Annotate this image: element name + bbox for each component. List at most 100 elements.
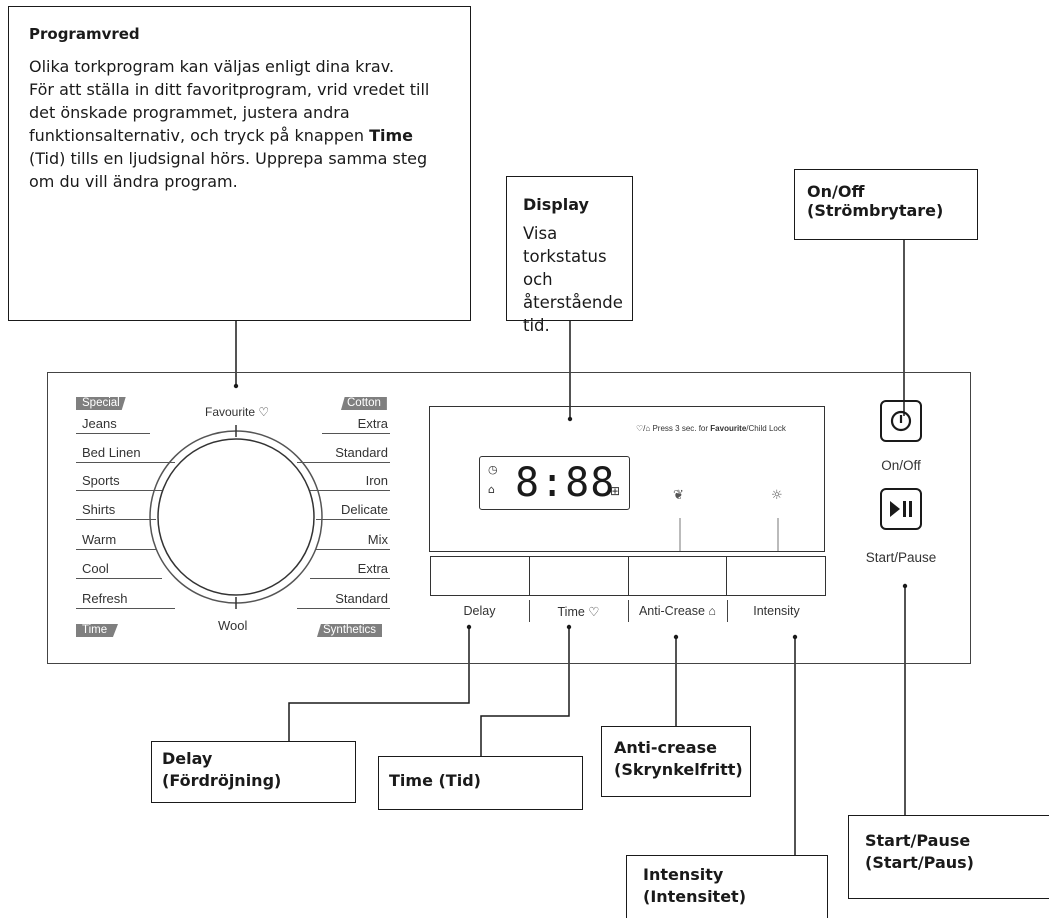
onoff-title-1: On/Off xyxy=(807,182,865,201)
delay-dot xyxy=(466,624,472,630)
intensity-title-1: Intensity xyxy=(643,865,724,884)
program-option: Extra xyxy=(357,416,388,431)
startpause-title-2: (Start/Paus) xyxy=(865,853,974,872)
play-pause-icon xyxy=(890,501,912,517)
startpause-callout: Start/Pause (Start/Paus) xyxy=(848,815,1049,899)
power-button[interactable] xyxy=(880,400,922,442)
program-option: Refresh xyxy=(82,591,128,606)
programvred-body-2c: (Tid) tills en ljudsignal hörs. Upprepa … xyxy=(29,149,428,191)
program-dial xyxy=(149,425,323,609)
onoff-title-2: (Strömbrytare) xyxy=(807,201,944,220)
time-dot xyxy=(566,624,572,630)
display-title: Display xyxy=(523,195,589,214)
tag-special: Special xyxy=(76,397,126,410)
programvred-dot xyxy=(233,383,239,389)
time-callout: Time (Tid) xyxy=(378,756,583,810)
program-option: Shirts xyxy=(82,502,116,517)
program-option: Jeans xyxy=(82,416,117,431)
tag-time: Time xyxy=(76,624,118,637)
intensity-button-label: Intensity xyxy=(753,604,800,618)
display-dot xyxy=(567,416,573,422)
start-pause-button[interactable] xyxy=(880,488,922,530)
hint-heart: ♡/ xyxy=(636,424,646,433)
program-rule xyxy=(297,462,390,463)
leaf-icon: ❦ xyxy=(673,488,684,503)
label-separator xyxy=(529,600,530,622)
child-lock-icon: ⌂ xyxy=(708,604,717,618)
delay-callout: Delay (Fördröjning) xyxy=(151,741,356,803)
programvred-callout: Programvred Olika torkprogram kan väljas… xyxy=(8,6,471,321)
hint-press: Press 3 sec. for xyxy=(650,424,711,433)
program-option: Extra xyxy=(357,561,388,576)
anticrease-button-label: Anti-Crease ⌂ xyxy=(628,604,727,618)
display-body: Visa torkstatus och återstående tid. xyxy=(523,224,623,335)
anticrease-callout: Anti-crease (Skrynkelfritt) xyxy=(601,726,751,797)
program-option: Standard xyxy=(335,445,388,460)
onoff-callout: On/Off (Strömbrytare) xyxy=(794,169,978,240)
lcd-digits: 8:88 xyxy=(515,460,616,506)
programvred-body-time: Time xyxy=(369,126,413,145)
delay-button[interactable] xyxy=(431,557,530,595)
anticrease-dot xyxy=(673,634,679,640)
display-screen xyxy=(429,406,825,552)
program-rule xyxy=(316,519,390,520)
intensity-dot xyxy=(792,634,798,640)
tag-synthetics: Synthetics xyxy=(317,624,383,637)
program-rule xyxy=(76,608,175,609)
function-buttons xyxy=(430,556,826,596)
delay-title-2: (Fördröjning) xyxy=(162,771,282,790)
program-rule xyxy=(76,578,162,579)
programvred-body-1: Olika torkprogram kan väljas enligt dina… xyxy=(29,57,395,76)
program-rule xyxy=(76,462,175,463)
display-callout: Display Visa torkstatus och återstående … xyxy=(506,176,633,335)
program-option: Standard xyxy=(335,591,388,606)
lcd-frame xyxy=(479,456,630,510)
program-option: Delicate xyxy=(341,502,388,517)
display-hint: ♡/⌂ Press 3 sec. for Favourite/Child Loc… xyxy=(636,424,786,433)
label-separator xyxy=(727,600,728,622)
startpause-title-1: Start/Pause xyxy=(865,831,971,850)
program-rule xyxy=(76,519,156,520)
anticrease-label-text: Anti-Crease xyxy=(638,604,705,618)
label-separator xyxy=(628,600,629,622)
program-option: Cool xyxy=(82,561,109,576)
program-rule xyxy=(310,490,390,491)
program-rule xyxy=(76,549,156,550)
program-rule xyxy=(316,549,390,550)
programvred-body-2a: För att ställa in ditt favoritprogram, v… xyxy=(29,80,430,145)
programvred-body: Olika torkprogram kan väljas enligt dina… xyxy=(29,55,450,193)
intensity-callout: Intensity (Intensitet) xyxy=(626,855,828,918)
sun-icon: ☼ xyxy=(771,488,783,503)
startpause-label: Start/Pause xyxy=(865,550,937,565)
program-rule xyxy=(310,578,390,579)
hint-favourite: Favourite xyxy=(710,424,747,433)
power-icon xyxy=(890,410,912,432)
intensity-title-2: (Intensitet) xyxy=(643,887,747,906)
favourite-label: Favourite ♡ xyxy=(205,405,270,419)
time-button-label: Time ♡ xyxy=(557,605,600,619)
program-rule xyxy=(76,490,162,491)
program-option: Bed Linen xyxy=(82,445,141,460)
grid-icon: ⊞ xyxy=(610,484,621,498)
delay-button-label: Delay xyxy=(463,604,496,618)
time-button[interactable] xyxy=(530,557,629,595)
program-option: Mix xyxy=(367,532,388,547)
program-rule xyxy=(322,433,390,434)
child-lock-icon: ⌂ xyxy=(645,424,651,433)
programvred-title: Programvred xyxy=(29,25,140,43)
time-title: Time (Tid) xyxy=(389,771,481,790)
wool-label: Wool xyxy=(218,618,248,633)
intensity-button[interactable] xyxy=(727,557,825,595)
startpause-dot xyxy=(902,583,908,589)
hint-childlock: /Child Lock xyxy=(746,424,786,433)
program-rule xyxy=(76,433,150,434)
anticrease-button[interactable] xyxy=(629,557,728,595)
onoff-label: On/Off xyxy=(881,458,921,473)
program-rule xyxy=(297,608,390,609)
lock-icon: ⌂ xyxy=(488,483,495,496)
tag-cotton: Cotton xyxy=(341,397,387,410)
control-panel xyxy=(47,372,971,664)
program-option: Warm xyxy=(82,532,117,547)
program-option: Sports xyxy=(82,473,120,488)
